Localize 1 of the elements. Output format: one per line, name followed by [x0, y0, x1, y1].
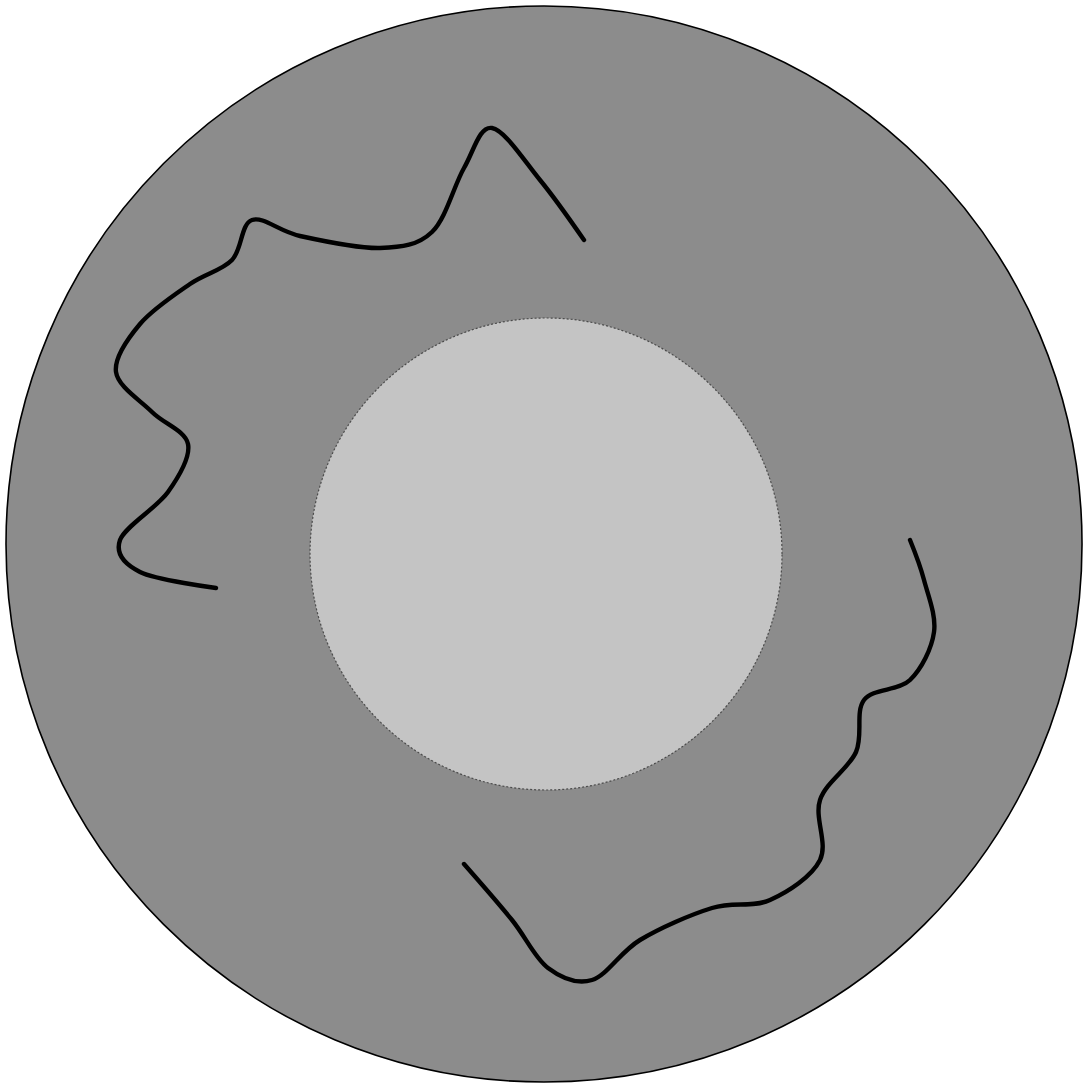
inner-disc	[309, 317, 783, 791]
